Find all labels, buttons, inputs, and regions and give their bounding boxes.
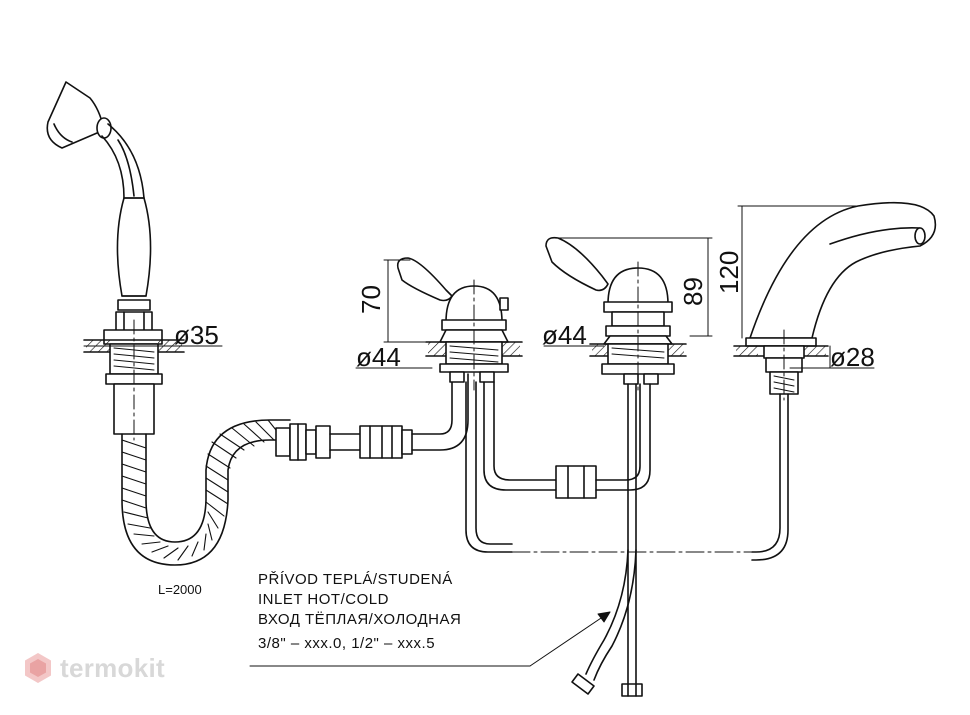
left-valve [396, 257, 523, 391]
dim-diameter-44-left: ø44 [356, 342, 401, 372]
dim-height-70: 70 [356, 285, 386, 314]
note-line-4: 3/8" – xxx.0, 1/2" – xxx.5 [258, 635, 435, 652]
dim-height-89: 89 [678, 277, 708, 306]
watermark-logo: termokit [24, 652, 165, 684]
dim-diameter-28: ø28 [830, 342, 875, 372]
note-line-3: ВХОД ТЁПЛАЯ/ХОЛОДНАЯ [258, 611, 461, 628]
dimension-lines [83, 205, 875, 667]
middle-valve [545, 236, 687, 391]
note-line-1: PŘÍVOD TEPLÁ/STUDENÁ [258, 571, 453, 588]
dim-height-120: 120 [714, 251, 744, 294]
supply-pipes [465, 381, 789, 697]
shower-hose [121, 373, 469, 566]
watermark-text: termokit [60, 652, 165, 683]
hand-shower [46, 81, 185, 441]
hose-length-label: L=2000 [158, 582, 202, 597]
hexagon-logo-icon [25, 653, 51, 683]
dim-diameter-44-mid: ø44 [542, 320, 587, 350]
dim-diameter-35: ø35 [174, 320, 219, 350]
note-line-2: INLET HOT/COLD [258, 591, 389, 608]
